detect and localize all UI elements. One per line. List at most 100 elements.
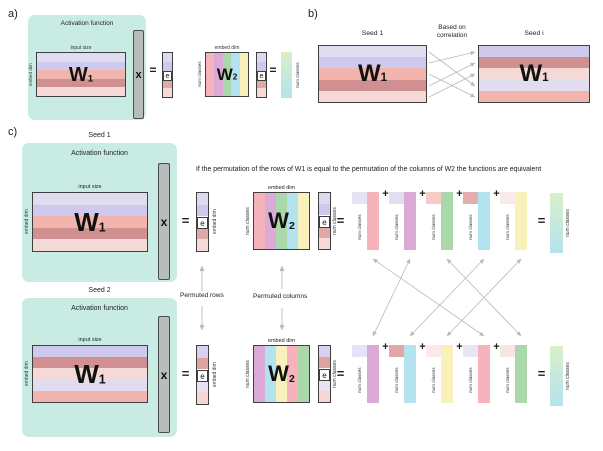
stripe-cell (197, 204, 208, 217)
sum-term: num classes (426, 192, 453, 250)
num-classes-label: num classes (505, 367, 510, 393)
stripe-cell (254, 193, 265, 249)
stripe-cell (37, 70, 125, 79)
num-classes-label: num classes (357, 214, 362, 240)
stripe-cell (319, 90, 426, 103)
w2-column-swatch (478, 192, 490, 250)
e-coefficient-swatch (463, 345, 478, 357)
num-classes-label: num classes (468, 367, 473, 393)
stripe-cell (206, 53, 215, 96)
panel-a-label: a) (8, 8, 18, 20)
w2-column-swatch (515, 345, 527, 403)
embed-dim-label-c1: embed dim (24, 209, 30, 235)
plus-sign: + (382, 341, 389, 353)
equals-sign: = (149, 63, 157, 77)
stripe-cell (33, 346, 147, 358)
w2-column-swatch (441, 345, 453, 403)
num-classes-label: num classes (394, 367, 399, 393)
sum-term: num classes (389, 192, 416, 250)
stripe-cell (479, 79, 589, 91)
stripe-cell (319, 57, 426, 69)
w2-column-swatch (404, 192, 416, 250)
stripe-cell (479, 90, 589, 103)
e-symbol: e (197, 217, 208, 229)
x-vector-bar-c1: x (158, 163, 170, 280)
w-subscript: 1 (98, 220, 106, 235)
num-classes-label: num classes (357, 367, 362, 393)
equals-sign: = (537, 366, 546, 381)
e-vector-a2: e (256, 52, 267, 98)
sum-term: num classes (426, 345, 453, 403)
x-symbol: x (135, 68, 142, 81)
w2-column-swatch (441, 192, 453, 250)
embed-dim-label-a: embed dim (28, 63, 33, 86)
permuted-rows-label: Permuted rows (180, 292, 224, 299)
activation-function-label-c2: Activation function (71, 305, 128, 312)
e-vector-c1: e (196, 192, 209, 252)
sum-term: num classes (389, 345, 416, 403)
stripe-cell (479, 46, 589, 58)
stripe-cell (33, 204, 147, 217)
stripe-cell (197, 239, 208, 251)
e-coefficient-swatch (426, 192, 441, 204)
stripe-cell (33, 227, 147, 240)
stripe-cell (197, 227, 208, 240)
seed1-label-c: Seed 1 (88, 132, 111, 139)
stripe-cell (319, 68, 426, 80)
w-letter: W (357, 60, 381, 87)
num-classes-label: num classes (468, 214, 473, 240)
stripe-cell (37, 61, 125, 71)
w2-column-swatch (478, 345, 490, 403)
embed-dim-label-e-c2: embed dim (212, 362, 218, 388)
num-classes-label-out-c1: num classes (565, 209, 571, 237)
e-symbol: e (163, 71, 172, 81)
stripe-cell (222, 53, 232, 96)
equals-sign: = (336, 213, 345, 228)
x-vector-bar-c2: x (158, 316, 170, 433)
e-coefficient-swatch (352, 192, 367, 204)
stripe-cell (239, 53, 249, 96)
w-letter: W (216, 65, 233, 84)
stripe-cell (298, 346, 309, 402)
output-gradient-bar-c1 (550, 193, 563, 253)
e-coefficient-swatch (500, 192, 515, 204)
stripe-cell (33, 216, 147, 228)
stripe-cell (319, 226, 330, 238)
w-letter: W (268, 208, 289, 233)
x-symbol: x (160, 214, 168, 229)
stripe-cell (319, 193, 330, 205)
stripe-cell (214, 53, 223, 96)
sum-term: num classes (500, 192, 527, 250)
e-vector-c2: e (196, 345, 209, 405)
embed-dim-label-w2-c2: embed dim (267, 338, 296, 344)
equals-sign: = (537, 213, 546, 228)
w-subscript: 1 (542, 72, 549, 85)
equals-sign: = (181, 213, 190, 228)
stripe-cell (257, 79, 266, 89)
stripe-cell (298, 193, 309, 249)
sum-term: num classes (463, 345, 490, 403)
num-classes-label-e-c2: num classes (332, 360, 338, 388)
num-classes-label: num classes (394, 214, 399, 240)
num-classes-label-out-c2: num classes (565, 362, 571, 390)
stripe-cell (163, 88, 172, 97)
stripe-cell (33, 390, 147, 403)
activation-function-label-c1: Activation function (71, 150, 128, 157)
stripe-cell (37, 87, 125, 96)
panel-c-label: c) (8, 126, 18, 138)
input-size-label-a: input size (70, 45, 92, 51)
w2-column-swatch (404, 345, 416, 403)
stripe-cell (319, 237, 330, 250)
embed-dim-label-c2: embed dim (24, 361, 30, 387)
num-classes-label-a: num classes (197, 61, 202, 88)
equals-sign: = (336, 366, 345, 381)
sum-term: num classes (352, 192, 379, 250)
num-classes-label: num classes (505, 214, 510, 240)
permuted-columns-label: Permuted columns (253, 293, 308, 300)
